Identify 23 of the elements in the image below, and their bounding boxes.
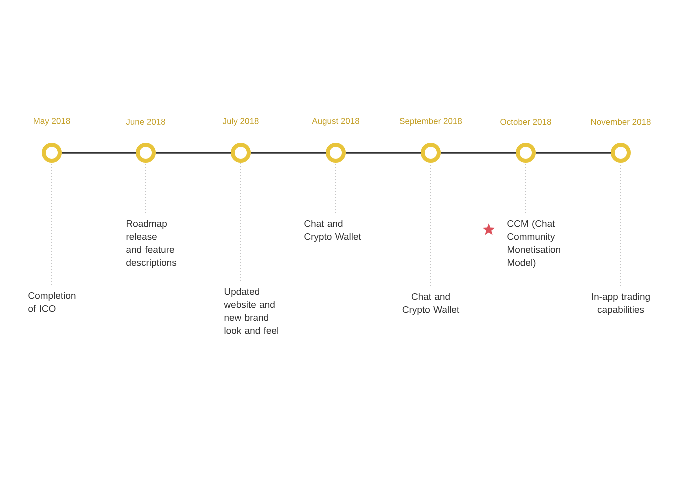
- timeline-line: [62, 152, 136, 154]
- timeline-line: [536, 152, 611, 154]
- description-text: Chat and Crypto Wallet: [304, 220, 362, 242]
- timeline-line: [156, 152, 231, 154]
- description-text: Chat and Crypto Wallet: [402, 293, 460, 316]
- timeline-line: [441, 152, 516, 154]
- description-text: CCM (Chat Community Monetisation Model): [508, 220, 560, 268]
- month-label: September 2018: [400, 118, 462, 126]
- description-text: In-app trading capabilities: [592, 293, 650, 316]
- timeline-line: [346, 152, 421, 154]
- month-label: October 2018: [500, 118, 552, 126]
- description-text: Completion of ICO: [28, 292, 76, 312]
- month-label: November 2018: [591, 118, 651, 126]
- leader-line: [240, 162, 242, 282]
- description-text: Updated website and new brand look and feel: [224, 288, 278, 334]
- leader-line: [430, 162, 432, 286]
- leader-line: [620, 162, 622, 286]
- timeline-line: [251, 152, 326, 154]
- month-label: August 2018: [312, 118, 360, 126]
- month-label: May 2018: [34, 118, 70, 126]
- month-label: June 2018: [126, 119, 166, 125]
- description-text: Roadmap release and feature descriptions: [126, 220, 177, 268]
- month-label: July 2018: [222, 118, 259, 126]
